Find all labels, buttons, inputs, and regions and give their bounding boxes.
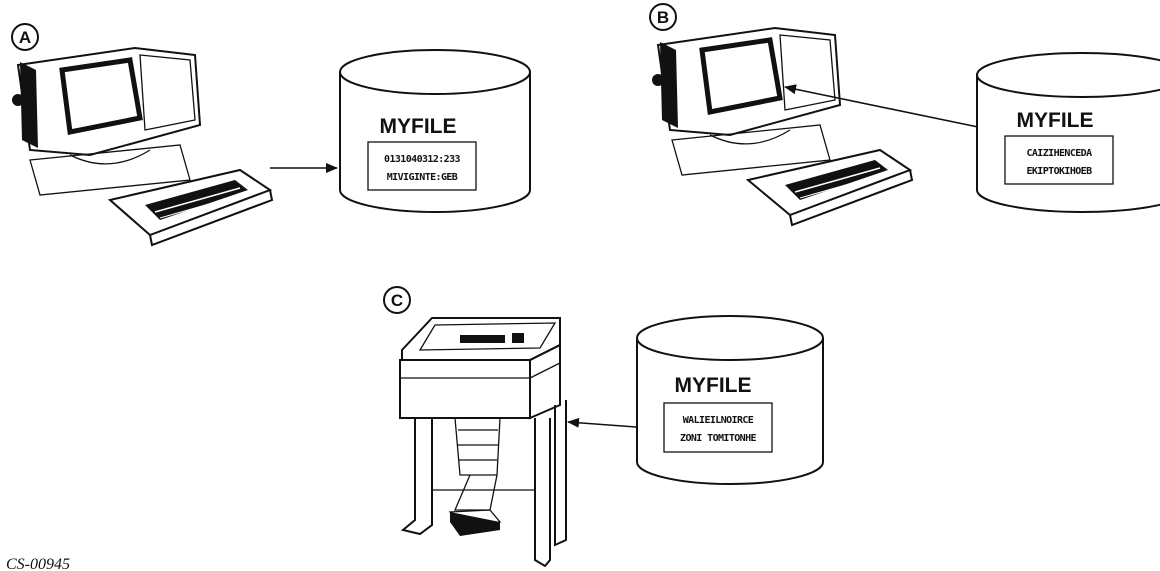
- disk-file-b: MYFILE CAIZIHENCEDA EKIPTOKIHOEB: [977, 53, 1160, 212]
- panel-a-label: A: [19, 28, 31, 47]
- disk-file-c: MYFILE WALIEILNOIRCE ZONI TOMITONHE: [637, 316, 823, 484]
- file-name-b: MYFILE: [1017, 109, 1094, 132]
- disk-file-a: MYFILE 0131040312:233 MIVIGINTE:GEB: [340, 50, 530, 212]
- panel-b-label: B: [657, 8, 669, 27]
- panel-b-marker: B: [650, 4, 676, 30]
- figure-id: CS-00945: [6, 556, 70, 571]
- file-line-c-2: ZONI TOMITONHE: [680, 433, 756, 444]
- panel-c-label: C: [391, 291, 403, 310]
- panel-a-marker: A: [12, 24, 38, 50]
- file-name-c: MYFILE: [675, 374, 752, 397]
- arrow-file-to-terminal-b: [785, 87, 978, 127]
- line-printer: [400, 318, 566, 566]
- file-line-a-2: MIVIGINTE:GEB: [387, 172, 458, 183]
- terminal-b: [652, 28, 912, 225]
- panel-c: C: [384, 287, 823, 566]
- panel-c-marker: C: [384, 287, 410, 313]
- file-line-b-1: CAIZIHENCEDA: [1026, 148, 1092, 159]
- terminal-a: [12, 48, 272, 245]
- panel-b: B MYFILE CAIZIHENCEDA EKIPTOKIHOEB: [650, 4, 1160, 225]
- arrow-file-to-printer-c: [568, 422, 636, 427]
- file-line-c-1: WALIEILNOIRCE: [683, 415, 754, 426]
- file-line-b-2: EKIPTOKIHOEB: [1026, 166, 1092, 177]
- file-line-a-1: 0131040312:233: [384, 154, 460, 165]
- file-record-box-c: [664, 403, 772, 452]
- file-name-a: MYFILE: [380, 115, 457, 138]
- panel-a: A MYFILE 0131040312:233: [12, 24, 530, 245]
